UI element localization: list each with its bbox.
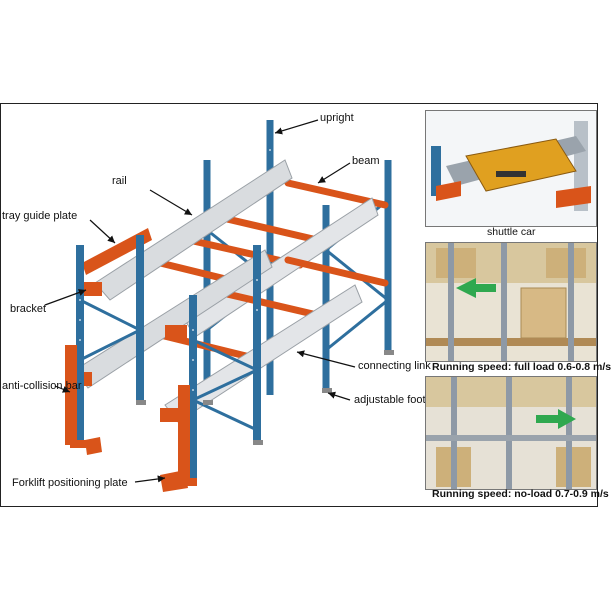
label-connecting-link: connecting link: [358, 360, 431, 372]
no-load-photo: [425, 376, 597, 490]
label-tray-guide-plate: tray guide plate: [2, 210, 78, 222]
forklift-positioning-plate-2: [85, 437, 102, 455]
caption-full-load: Running speed: full load 0.6-0.8 m/s: [432, 361, 611, 373]
label-forklift-positioning-plate: Forklift positioning plate: [12, 477, 128, 489]
label-bracket: bracket: [10, 303, 47, 315]
arrow-right-icon: [536, 409, 576, 429]
anti-collision-bars: [65, 345, 197, 486]
shuttle-car-photo: [425, 110, 597, 227]
arrow-left-icon: [456, 278, 496, 298]
caption-no-load: Running speed: no-load 0.7-0.9 m/s: [432, 488, 609, 500]
caption-shuttle-car: shuttle car: [487, 226, 536, 238]
label-upright: upright: [320, 112, 354, 124]
label-beam: beam: [352, 155, 380, 167]
full-load-photo: [425, 242, 597, 362]
upright-holes: [79, 149, 271, 391]
forklift-positioning-plate: [160, 470, 188, 492]
label-rail: rail: [112, 175, 127, 187]
adjustable-feet: [136, 350, 394, 445]
front-uprights: [76, 235, 261, 480]
annotation-arrows: [44, 119, 356, 483]
label-adjustable-foot: adjustable foot: [354, 394, 426, 406]
tray-guide-plate: [82, 228, 152, 275]
label-anti-collision-bar: anti-collision bar: [2, 380, 82, 392]
upper-rails: [94, 159, 379, 338]
